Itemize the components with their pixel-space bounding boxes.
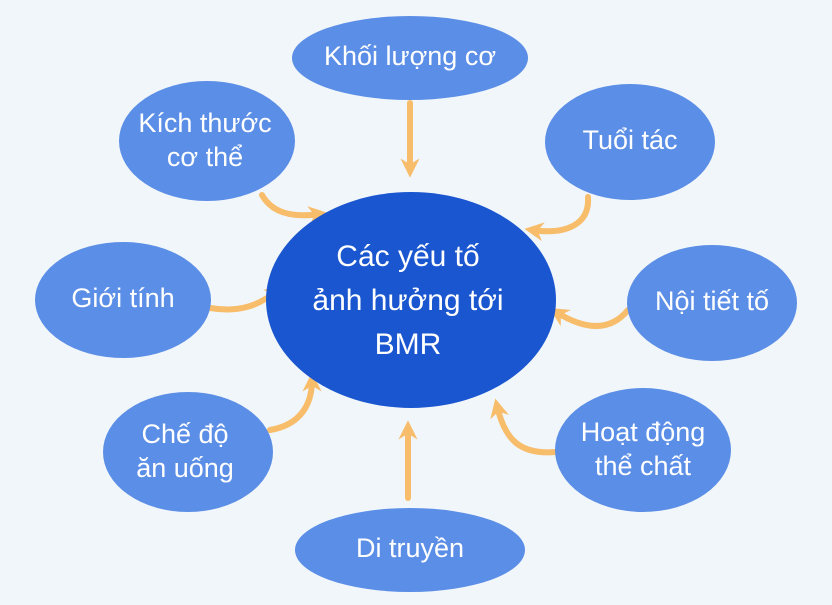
node-label-che-do-an-uong-line-2: ăn uống [136,453,234,483]
arrow-tuoi-tac [524,194,592,242]
node-kich-thuoc-co-the: Kích thước cơ thể [119,81,295,201]
node-ellipse-hoat-dong-the-chat [555,388,731,512]
arrow-hoat-dong-the-chat [490,398,559,456]
node-label-gioi-tinh: Giới tính [71,283,174,313]
node-label-hoat-dong-the-chat-line-1: Hoạt động [581,417,706,447]
center-line-1: Các yếu tố [336,240,480,273]
center-line-3: BMR [375,328,442,361]
arrows [207,100,631,501]
node-ellipse-di-truyen [295,508,525,592]
center-ellipse [266,192,556,408]
node-gioi-tinh: Giới tính [35,242,211,358]
node-label-kich-thuoc-co-the-line-1: Kích thước [138,108,271,138]
arrow-che-do-an-uong [267,372,322,433]
node-ellipse-che-do-an-uong [103,392,273,512]
node-label-hoat-dong-the-chat-line-2: thể chất [595,451,692,481]
node-label-che-do-an-uong-line-1: Chế độ [141,419,228,449]
node-noi-tiet-to: Nội tiết tố [627,245,797,361]
node-ellipse-khoi-luong-co [292,16,528,100]
node-label-di-truyen: Di truyền [356,533,464,563]
node-ellipse-noi-tiet-to [627,245,797,361]
node-tuoi-tac: Tuổi tác [545,84,715,200]
node-label-tuoi-tac: Tuổi tác [582,125,677,155]
node-hoat-dong-the-chat: Hoạt động thể chất [555,388,731,512]
node-di-truyen: Di truyền [295,508,525,592]
center-node: Các yếu tố ảnh hưởng tới BMR [266,192,556,408]
node-label-noi-tiet-to: Nội tiết tố [655,286,769,316]
node-khoi-luong-co: Khối lượng cơ [292,16,528,100]
center-line-2: ảnh hưởng tới [312,284,503,317]
arrow-kich-thuoc-co-the [259,192,328,226]
arrow-noi-tiet-to [549,307,631,329]
node-ellipse-tuoi-tac [545,84,715,200]
node-ellipse-kich-thuoc-co-the [119,81,295,201]
node-ellipse-gioi-tinh [35,242,211,358]
node-che-do-an-uong: Chế độ ăn uống [103,392,273,512]
node-label-khoi-luong-co: Khối lượng cơ [324,41,496,71]
node-label-kich-thuoc-co-the-line-2: cơ thể [167,142,243,172]
